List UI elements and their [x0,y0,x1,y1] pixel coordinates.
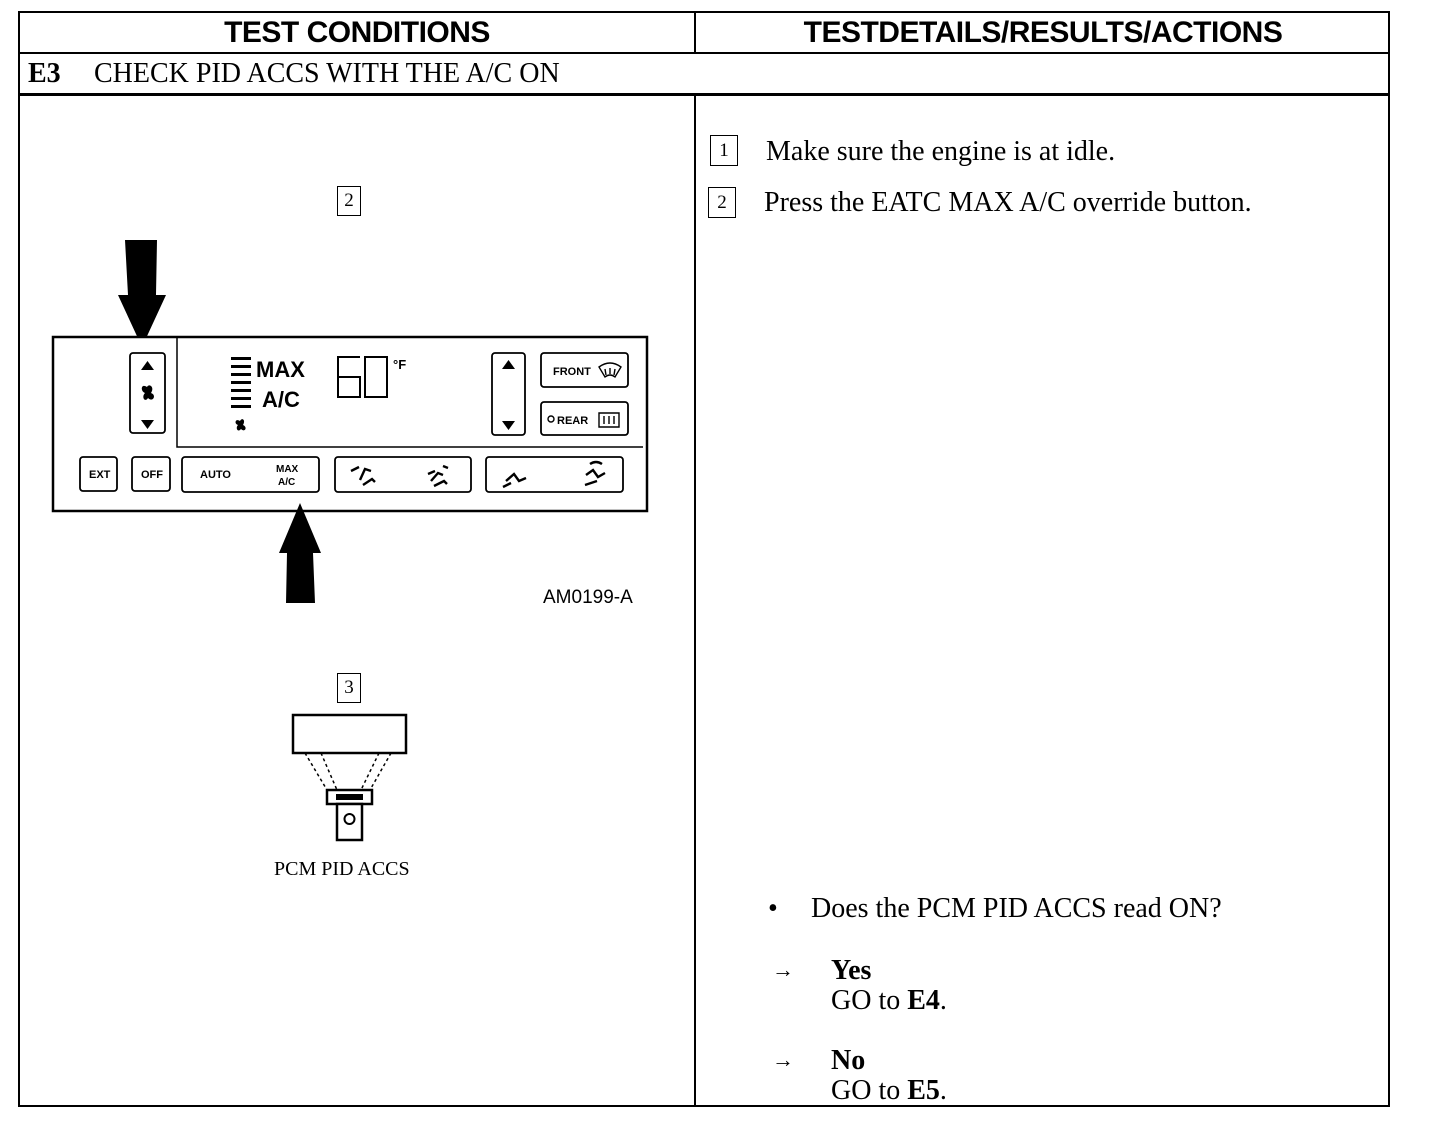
panel-ac-label: A/C [262,387,300,412]
temp-up-arrow-icon [502,360,515,369]
scan-tool-icon [291,713,408,842]
up-arrow-icon [141,361,154,370]
front-button-label: FRONT [553,366,591,378]
auto-button-label: AUTO [200,469,231,481]
instruction-text-2: Press the EATC MAX A/C override button. [764,187,1252,218]
ext-button-label: EXT [89,469,111,481]
header-test-details: TESTDETAILS/RESULTS/ACTIONS [803,15,1283,49]
rear-defrost-icon [598,412,620,428]
answer-yes-action: GO to E4. [831,986,947,1016]
instruction-text-1: Make sure the engine is at idle. [766,136,1116,167]
off-button [131,456,171,492]
column-divider [694,96,696,1107]
answer-no-suffix: . [939,1075,947,1106]
fan-level-bars [231,357,251,408]
table-header-row: TEST CONDITIONS TESTDETAILS/RESULTS/ACTI… [20,13,1388,54]
panel-max-label: MAX [256,357,305,382]
answer-yes-target[interactable]: E4 [907,985,940,1016]
step-id: E3 [28,58,61,89]
floor-vent-icon [502,472,527,489]
max-ac-button-label-1: MAX [276,464,299,475]
question-text: Does the PCM PID ACCS read ON? [811,893,1222,924]
answer-yes-label: Yes [831,955,872,986]
figure-caption: AM0199-A [543,587,633,608]
answer-no-action: GO to E5. [831,1076,947,1106]
instruction-number-2: 2 [708,187,736,218]
front-defrost-button [540,352,629,388]
instruction-number-1: 1 [710,135,738,166]
step-title-row: E3 CHECK PID ACCS WITH THE A/C ON [20,54,1388,96]
figure-step-marker-2: 2 [337,186,361,216]
bilevel-vent-icon [427,464,449,488]
max-ac-button-label-2: A/C [278,477,295,488]
fan-small-icon [235,419,246,431]
answer-no-label: No [831,1045,866,1076]
auto-max-ac-button-group [181,456,320,493]
answer-yes: Yes GO to E4. [831,956,947,1016]
answer-no-arrow-icon: → [772,1047,794,1072]
temp-down-arrow-icon [502,421,515,430]
arrow-up-icon [279,503,321,603]
off-button-label: OFF [141,469,163,481]
eatc-panel-illustration: MAX A/C 60 °F FRONT REAR EXT OFF AUTO MA… [45,235,649,603]
ext-button [79,456,118,492]
rear-indicator-icon [547,415,555,423]
answer-yes-arrow-icon: → [772,957,794,982]
arrow-down-icon [118,240,166,347]
answer-yes-prefix: GO to [831,985,908,1016]
vent-mode-button-group [334,456,472,493]
down-arrow-icon [141,420,154,429]
answer-no: No GO to E5. [831,1046,947,1106]
answer-no-prefix: GO to [831,1075,908,1106]
temperature-control [491,352,526,436]
answer-yes-suffix: . [939,985,947,1016]
panel-vent-icon [350,465,376,486]
temperature-display [337,356,388,398]
question-bullet: • [768,893,778,924]
temperature-unit: °F [393,357,406,372]
answer-no-target[interactable]: E5 [907,1075,940,1106]
header-test-conditions: TEST CONDITIONS [20,13,696,52]
diagnostic-table: TEST CONDITIONS TESTDETAILS/RESULTS/ACTI… [18,11,1390,1107]
floor-defrost-icon [584,460,606,487]
pid-caption: PCM PID ACCS [274,858,410,880]
front-defrost-icon [598,362,622,379]
rear-button-label: REAR [557,415,588,427]
figure-step-marker-3: 3 [337,673,361,703]
step-title: CHECK PID ACCS WITH THE A/C ON [94,58,560,89]
temperature-value: 60 [45,235,47,236]
fan-icon [141,385,155,400]
